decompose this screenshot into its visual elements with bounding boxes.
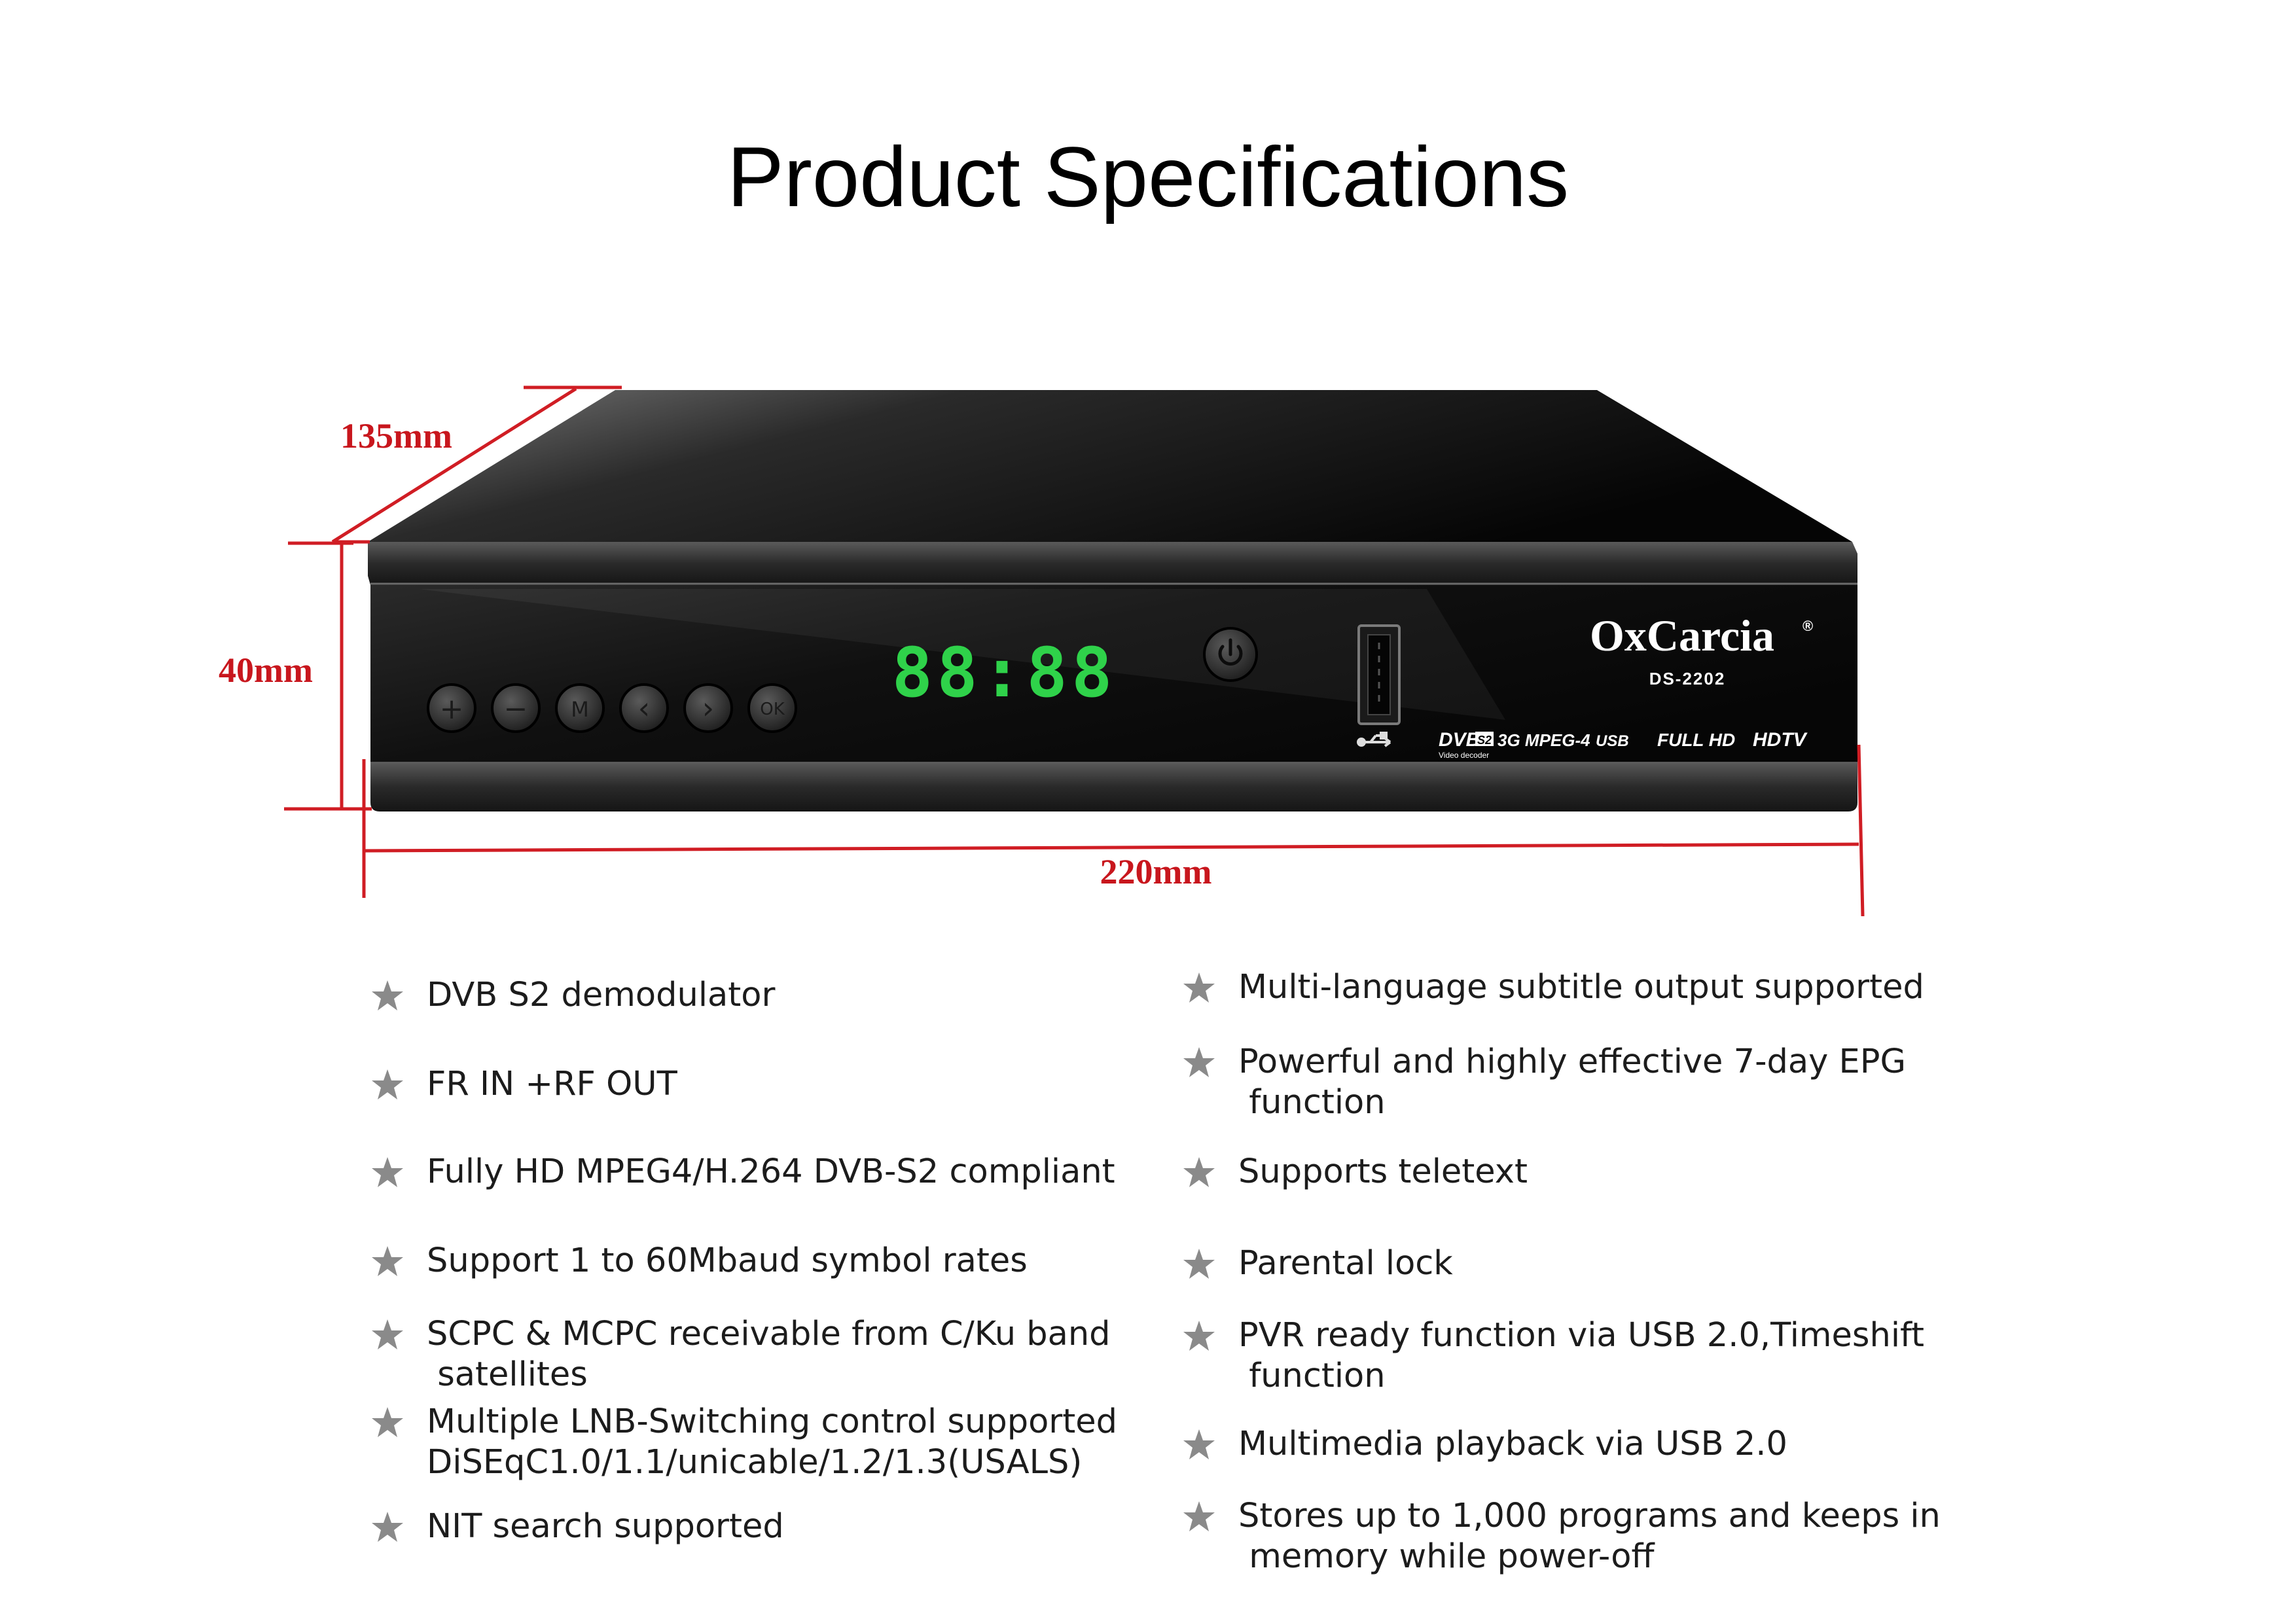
registered-mark: ®	[1803, 618, 1813, 634]
svg-text:M: M	[571, 697, 589, 722]
logo-mpeg: 3G MPEG-4	[1498, 730, 1590, 750]
model-number: DS-2202	[1649, 669, 1726, 688]
logo-dvb: DVB	[1439, 729, 1480, 751]
front-button-plus[interactable]: +	[427, 683, 476, 733]
front-button-minus[interactable]: −	[491, 683, 541, 733]
feature-text: Multi-language subtitle output supported	[1238, 968, 1924, 1007]
dimension-depth-label: 135mm	[340, 416, 452, 455]
logo-hdtv: HDTV	[1753, 729, 1808, 751]
device-bottom-rim	[370, 762, 1857, 812]
feature-logos: DVB S2 Video decoder 3G MPEG-4 USB FULL …	[1439, 729, 1808, 760]
feature-text: Support 1 to 60Mbaud symbol rates	[427, 1241, 1028, 1280]
star-icon	[1183, 972, 1215, 1003]
feature-text: PVR ready function via USB 2.0,Timeshift…	[1238, 1316, 1925, 1395]
dimension-width-label: 220mm	[1100, 852, 1212, 891]
front-button-right[interactable]: ›	[683, 683, 733, 733]
star-icon	[372, 1512, 403, 1542]
star-icon	[372, 1246, 403, 1276]
power-icon	[1218, 638, 1243, 666]
feature-text: FR IN +RF OUT	[427, 1065, 677, 1103]
feature-text: Multiple LNB-Switching control supported…	[427, 1402, 1117, 1482]
usb-port-icon[interactable]	[1357, 624, 1401, 725]
feature-text: Powerful and highly effective 7-day EPG …	[1238, 1043, 1906, 1122]
front-button-left[interactable]: ‹	[619, 683, 669, 733]
dimension-lines	[284, 385, 1865, 917]
feature-text: SCPC & MCPC receivable from C/Ku band sa…	[427, 1315, 1111, 1394]
front-button-ok[interactable]: OK	[747, 683, 797, 733]
star-icon	[1183, 1501, 1215, 1531]
page-title: Product Specifications	[726, 129, 1570, 224]
power-button[interactable]	[1203, 627, 1258, 682]
front-button-menu[interactable]: M	[555, 683, 605, 733]
device-front-panel	[370, 585, 1857, 762]
logo-usb: USB	[1596, 732, 1629, 750]
logo-dvb-caption: Video decoder	[1439, 751, 1489, 760]
front-buttons: + − M ‹ › OK	[427, 683, 797, 733]
logo-fullhd: FULL HD	[1657, 730, 1735, 750]
logo-dvb-s2: S2	[1477, 734, 1492, 747]
feature-text: Multimedia playback via USB 2.0	[1238, 1425, 1787, 1463]
star-icon	[1183, 1321, 1215, 1351]
feature-text: Parental lock	[1238, 1244, 1453, 1283]
star-icon	[1183, 1249, 1215, 1279]
usb-symbol-icon	[1357, 732, 1391, 747]
feature-text: Stores up to 1,000 programs and keeps in…	[1238, 1497, 1941, 1576]
device-top-rim	[368, 542, 1857, 585]
brand-name: OxCarcia	[1590, 611, 1774, 660]
star-icon	[1183, 1047, 1215, 1077]
feature-text: DVB S2 demodulator	[427, 976, 776, 1014]
dimension-height-label: 40mm	[219, 651, 313, 690]
star-icon	[372, 980, 403, 1010]
star-icon	[372, 1157, 403, 1187]
star-icon	[372, 1407, 403, 1437]
star-icon	[372, 1319, 403, 1349]
svg-text:›: ›	[702, 690, 714, 726]
features-left-list: DVB S2 demodulator FR IN +RF OUT Fully HD …	[370, 975, 1143, 1564]
device-top-face	[368, 390, 1852, 542]
star-icon	[1183, 1157, 1215, 1187]
svg-text:‹: ‹	[638, 690, 650, 726]
svg-text:−: −	[504, 692, 528, 726]
lcd-display: 88:88	[891, 633, 1116, 713]
svg-text:OK: OK	[760, 700, 785, 719]
svg-text:+: +	[440, 692, 464, 726]
features-right-list: Multi-language subtitle output supported…	[1182, 967, 2000, 1582]
feature-text: Fully HD MPEG4/H.264 DVB-S2 compliant	[427, 1152, 1115, 1191]
star-icon	[372, 1069, 403, 1099]
feature-text: Supports teletext	[1238, 1152, 1528, 1191]
star-icon	[1183, 1429, 1215, 1459]
feature-text: NIT search supported	[427, 1507, 784, 1546]
